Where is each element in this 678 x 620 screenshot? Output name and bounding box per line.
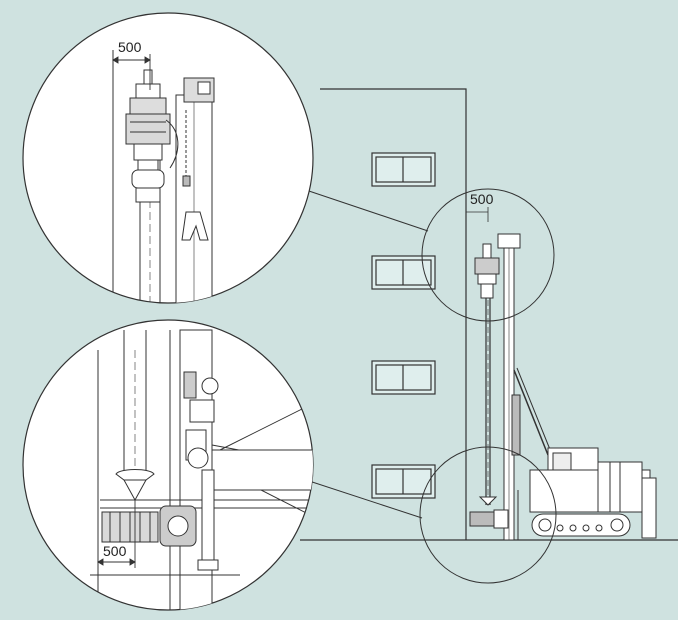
building-outline xyxy=(320,88,467,540)
dimension-top-detail: 500 xyxy=(118,39,142,55)
window-4 xyxy=(371,464,436,499)
drive-head xyxy=(474,257,500,275)
leader-bottom xyxy=(299,477,423,519)
dimension-bottom-detail: 500 xyxy=(103,543,127,559)
window-2 xyxy=(371,255,436,290)
detail-top: 500 xyxy=(22,12,314,304)
backstay xyxy=(513,369,549,456)
main-view-callout: 500 xyxy=(419,188,557,584)
building-windows xyxy=(371,152,436,499)
window-1 xyxy=(371,152,436,187)
dimension-main-view: 500 xyxy=(470,191,494,207)
pile-driver-machine xyxy=(469,233,657,541)
detail-top-circle xyxy=(22,12,314,304)
building xyxy=(300,88,678,541)
callout-circle-bottom xyxy=(419,446,557,584)
leader-top xyxy=(299,187,429,232)
window-3 xyxy=(371,360,436,395)
leader-lines xyxy=(299,187,429,519)
callout-circle-top xyxy=(421,188,555,322)
crawler-track xyxy=(531,513,631,537)
detail-bottom: 500 xyxy=(22,319,314,611)
